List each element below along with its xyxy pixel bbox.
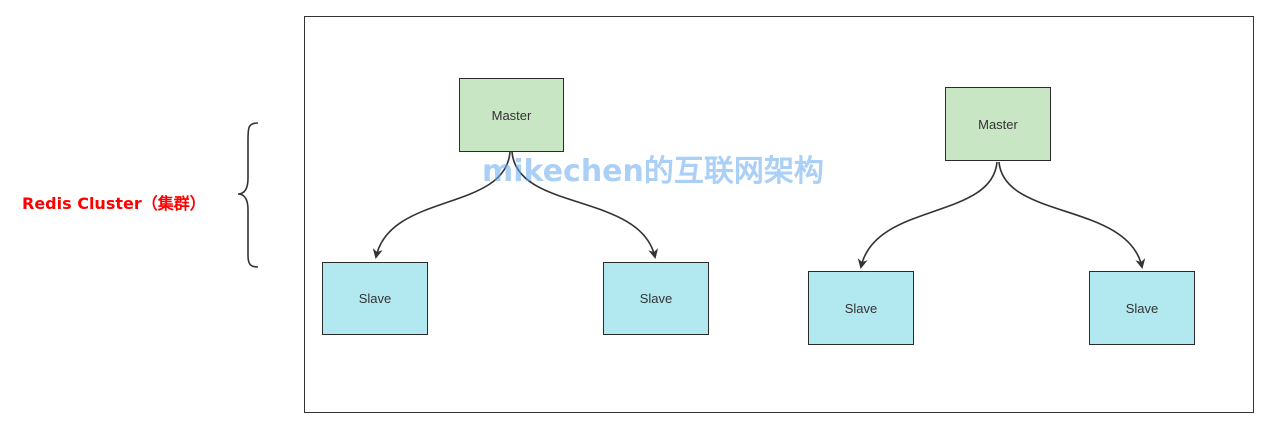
slave-node-2b[interactable]: Slave	[1089, 271, 1195, 345]
curly-brace	[237, 122, 259, 268]
edge-master2-slave1	[857, 161, 998, 269]
edge-master2-slave2	[998, 161, 1146, 269]
slave-node-1a[interactable]: Slave	[322, 262, 428, 335]
master-node-1[interactable]: Master	[459, 78, 564, 152]
slave-node-2a[interactable]: Slave	[808, 271, 914, 345]
edge-master1-slave1	[372, 151, 511, 259]
master-node-2[interactable]: Master	[945, 87, 1051, 161]
cluster-frame	[304, 16, 1254, 413]
slave-node-1b[interactable]: Slave	[603, 262, 709, 335]
cluster-label: Redis Cluster（集群）	[22, 194, 206, 213]
edge-master1-slave2	[511, 151, 659, 259]
